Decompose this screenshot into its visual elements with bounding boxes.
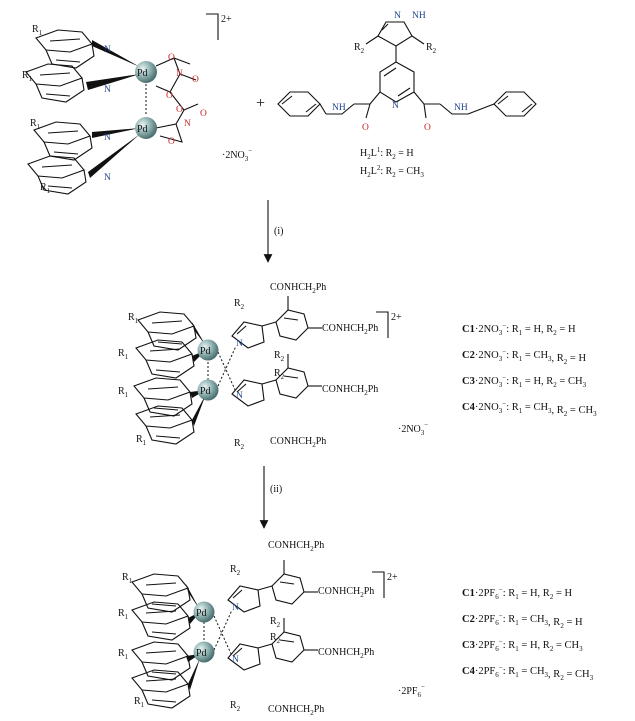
compound-label: C4·2PF6−: R1 = CH3, R2 = CH3 [462, 664, 594, 682]
n-label: N [104, 133, 111, 143]
pyridine-n-label: N [392, 101, 399, 111]
svg-text:R1: R1 [118, 386, 129, 399]
compound-label: C4·2NO3−: R1 = CH3, R2 = CH3 [462, 400, 597, 418]
compound-label: C1·2NO3−: R1 = H, R2 = H [462, 322, 576, 337]
charge-label: 2+ [391, 312, 402, 323]
compound-label: C3·2NO3−: R1 = H, R2 = CH3 [462, 374, 587, 389]
nitrate-product-complex: Pd Pd N N R1 R1 R1 R1 R2 R2 R2 R2 CONHCH… [118, 282, 428, 451]
charge-label: 2+ [221, 14, 232, 25]
svg-text:R1: R1 [118, 648, 129, 661]
pd-label: Pd [137, 124, 148, 135]
plus-sign: + [256, 95, 265, 112]
pyrazole-n-label: N [394, 11, 401, 21]
step-label-i: (i) [274, 226, 283, 237]
svg-text:R1: R1 [118, 608, 129, 621]
pd-label: Pd [196, 648, 207, 659]
svg-text:R2: R2 [270, 616, 281, 629]
svg-text:·2PF6−: ·2PF6− [398, 683, 425, 699]
svg-text:CONHCH2Ph: CONHCH2Ph [268, 704, 324, 717]
compound-label: C1·2PF6−: R1 = H, R2 = H [462, 586, 572, 601]
svg-text:R1: R1 [118, 348, 129, 361]
nitrate-n-label: N [184, 119, 191, 129]
amide-o-label: O [424, 123, 431, 133]
pf6-compound-list: C1·2PF6−: R1 = H, R2 = H C2·2PF6−: R1 = … [462, 586, 594, 682]
svg-text:R1: R1 [30, 118, 41, 131]
svg-text:R2: R2 [230, 564, 241, 577]
svg-text:CONHCH2Ph: CONHCH2Ph [270, 436, 326, 449]
svg-text:R2: R2 [354, 42, 365, 55]
ligand-label-1: H2L1: R2 = H [360, 146, 414, 161]
svg-text:CONHCH2Ph: CONHCH2Ph [322, 323, 378, 336]
n-label: N [232, 603, 239, 613]
pd-label: Pd [196, 608, 207, 619]
ligand-structure: N NH N NH NH O O R2 R2 H2L1: R2 = H H2L2… [277, 11, 537, 179]
o-label: O [200, 109, 207, 119]
amide-o-label: O [362, 123, 369, 133]
pd-label: Pd [200, 346, 211, 357]
o-label: O [176, 105, 183, 115]
amide-nh-label: NH [454, 103, 468, 113]
n-label: N [104, 173, 111, 183]
o-label: O [168, 137, 175, 147]
n-label: N [104, 85, 111, 95]
n-label: N [236, 339, 243, 349]
pd-atom [197, 339, 219, 361]
svg-text:CONHCH2Ph: CONHCH2Ph [270, 282, 326, 295]
svg-text:R1: R1 [22, 70, 33, 83]
nitrate-n-label: N [176, 69, 183, 79]
svg-text:R2: R2 [234, 298, 245, 311]
compound-label: C2·2PF6−: R1 = CH3, R2 = H [462, 612, 583, 630]
svg-text:R1: R1 [40, 182, 51, 195]
svg-text:CONHCH2Ph: CONHCH2Ph [318, 586, 374, 599]
svg-text:R1: R1 [32, 24, 43, 37]
compound-label: C2·2NO3−: R1 = CH3, R2 = H [462, 348, 586, 366]
n-label: N [236, 391, 243, 401]
pyrazole-nh-label: NH [412, 11, 426, 21]
pd-atom [193, 601, 215, 623]
pd-atom [135, 61, 157, 83]
svg-text:·2NO3−: ·2NO3− [398, 421, 428, 437]
svg-text:·2NO3−: ·2NO3− [222, 147, 252, 163]
svg-text:R1: R1 [134, 696, 145, 709]
svg-text:R1: R1 [128, 312, 139, 325]
starting-pd-complex: Pd Pd N N N N O N O O O N O O R1 R1 R1 R… [22, 13, 252, 195]
pd-label: Pd [200, 386, 211, 397]
svg-text:R2: R2 [426, 42, 437, 55]
svg-text:R2: R2 [230, 700, 241, 713]
pf6-product-complex: Pd Pd N N R1 R1 R1 R1 R2 R2 R2 R2 CONHCH… [118, 540, 425, 717]
svg-text:R2: R2 [274, 368, 285, 381]
o-label: O [166, 91, 173, 101]
pd-atom [197, 379, 219, 401]
svg-text:R1: R1 [136, 434, 147, 447]
svg-text:R1: R1 [122, 572, 133, 585]
ligand-label-2: H2L2: R2 = CH3 [360, 164, 424, 179]
svg-text:CONHCH2Ph: CONHCH2Ph [318, 647, 374, 660]
svg-text:R2: R2 [274, 350, 285, 363]
compound-label: C3·2PF6−: R1 = H, R2 = CH3 [462, 638, 583, 653]
pd-label: Pd [137, 68, 148, 79]
pd-atom [193, 641, 215, 663]
svg-text:R2: R2 [234, 438, 245, 451]
amide-nh-label: NH [332, 103, 346, 113]
step-label-ii: (ii) [270, 484, 282, 495]
svg-text:CONHCH2Ph: CONHCH2Ph [268, 540, 324, 553]
pd-atom [135, 117, 157, 139]
o-label: O [192, 75, 199, 85]
svg-text:R2: R2 [270, 632, 281, 645]
o-label: O [168, 53, 175, 63]
charge-label: 2+ [387, 572, 398, 583]
n-label: N [232, 655, 239, 665]
svg-text:CONHCH2Ph: CONHCH2Ph [322, 384, 378, 397]
nitrate-compound-list: C1·2NO3−: R1 = H, R2 = H C2·2NO3−: R1 = … [462, 322, 597, 418]
n-label: N [104, 45, 111, 55]
